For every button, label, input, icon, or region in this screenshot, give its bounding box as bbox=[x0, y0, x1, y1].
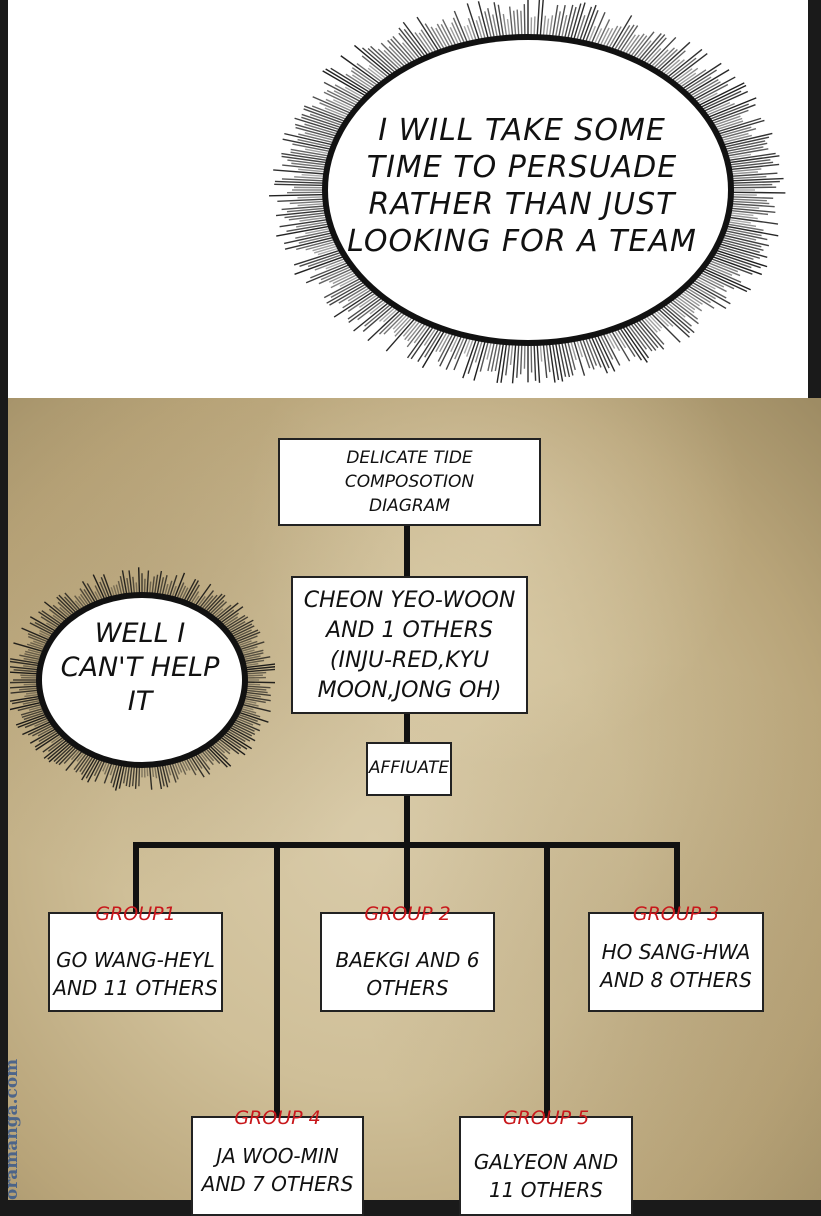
group-4-heading: GROUP 4 bbox=[193, 1108, 362, 1128]
group-1-heading: GROUP1 bbox=[50, 904, 221, 924]
group-3-heading: GROUP 3 bbox=[590, 904, 762, 924]
group-3-line-1: HO SANG-HWA bbox=[580, 938, 772, 966]
group-4-line-2: AND 7 OTHERS bbox=[183, 1170, 372, 1198]
site-watermark: oramanga.com bbox=[2, 1044, 26, 1200]
group-1-line-1: GO WANG-HEYL bbox=[40, 946, 231, 974]
diagram-title-box: DELICATE TIDE COMPOSOTION DIAGRAM bbox=[278, 438, 541, 526]
affiliate-box: AFFIUATE bbox=[366, 742, 452, 796]
diagram-title-line-3: DIAGRAM bbox=[280, 494, 539, 518]
group-1-box: GROUP1 GO WANG-HEYL AND 11 OTHERS bbox=[48, 912, 223, 1012]
side-speech-text: WELL I CAN'T HELP IT bbox=[30, 617, 250, 719]
group-3-line-2: AND 8 OTHERS bbox=[580, 966, 772, 994]
leader-line-3: (INJU-RED,KYU bbox=[293, 646, 526, 676]
group-1-line-2: AND 11 OTHERS bbox=[40, 974, 231, 1002]
leader-line-4: MOON,JONG OH) bbox=[293, 676, 526, 706]
leader-box: CHEON YEO-WOON AND 1 OTHERS (INJU-RED,KY… bbox=[291, 576, 528, 714]
group-2-line-2: OTHERS bbox=[322, 974, 493, 1002]
group-2-box: GROUP 2 BAEKGI AND 6 OTHERS bbox=[320, 912, 495, 1012]
group-5-box: GROUP 5 GALYEON AND 11 OTHERS bbox=[459, 1116, 633, 1216]
affiliate-label: AFFIUATE bbox=[358, 756, 460, 780]
leader-line-1: CHEON YEO-WOON bbox=[283, 586, 536, 616]
group-5-line-1: GALYEON AND bbox=[451, 1148, 641, 1176]
leader-line-2: AND 1 OTHERS bbox=[293, 616, 526, 646]
diagram-title-line-2: COMPOSOTION bbox=[280, 470, 539, 494]
group-4-line-1: JA WOO-MIN bbox=[183, 1142, 372, 1170]
group-4-box: GROUP 4 JA WOO-MIN AND 7 OTHERS bbox=[191, 1116, 364, 1216]
group-5-heading: GROUP 5 bbox=[461, 1108, 631, 1128]
group-2-heading: GROUP 2 bbox=[322, 904, 493, 924]
group-2-line-1: BAEKGI AND 6 bbox=[312, 946, 503, 974]
diagram-title-line-1: DELICATE TIDE bbox=[280, 446, 539, 470]
group-3-box: GROUP 3 HO SANG-HWA AND 8 OTHERS bbox=[588, 912, 764, 1012]
